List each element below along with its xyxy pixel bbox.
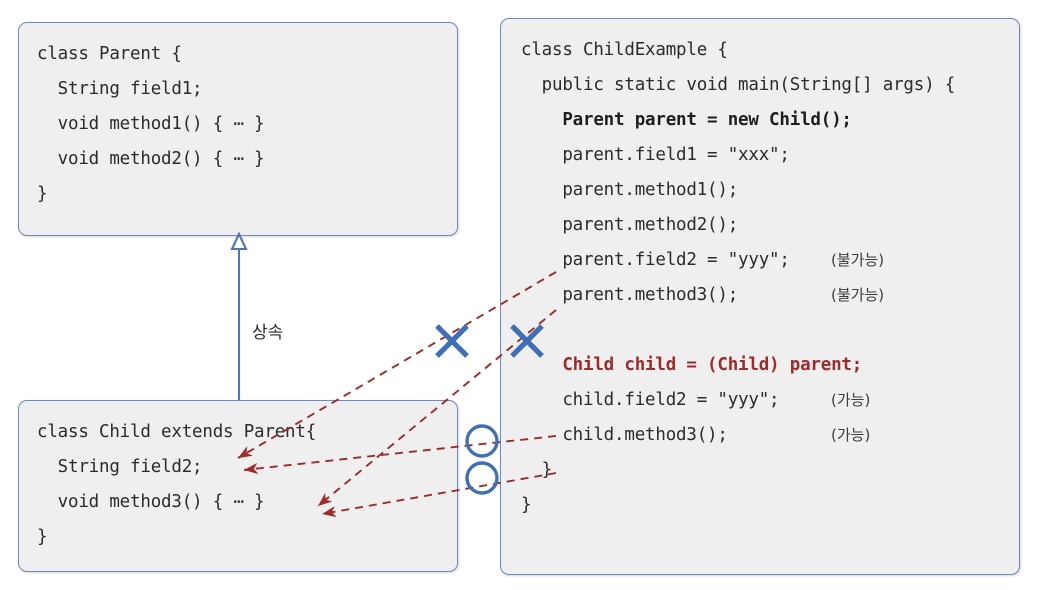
o-mark-icon (465, 424, 499, 458)
code-line-downcast: Child child = (Child) parent; (521, 355, 863, 375)
inheritance-arrow (230, 231, 248, 400)
code-line: class Child extends Parent{ (37, 422, 317, 442)
parent-class-box: class Parent { String field1; void metho… (18, 22, 458, 236)
code-line: parent.field2 = "yyy"; (521, 250, 790, 270)
code-line: } (37, 527, 48, 547)
code-line: parent.method1(); (521, 180, 739, 200)
code-line: void method1() { ⋯ } (37, 114, 265, 134)
code-line: parent.field1 = "xxx"; (521, 145, 790, 165)
code-line: parent.method2(); (521, 215, 739, 235)
code-line: String field1; (37, 79, 203, 99)
parent-class-code: class Parent { String field1; void metho… (19, 23, 457, 212)
code-line: parent.method3(); (521, 285, 739, 305)
code-line: void method2() { ⋯ } (37, 149, 265, 169)
x-mark-icon (435, 324, 469, 358)
code-line: void method3() { ⋯ } (37, 492, 265, 512)
annotation-possible-field2: (가능) (831, 391, 871, 409)
annotation-impossible-method3: (불가능) (831, 286, 885, 304)
child-class-box: class Child extends Parent{ String field… (18, 400, 458, 572)
child-example-class-box: class ChildExample { public static void … (500, 18, 1020, 575)
child-class-code: class Child extends Parent{ String field… (19, 401, 457, 555)
code-line: public static void main(String[] args) { (521, 75, 956, 95)
code-line: child.method3(); (521, 425, 728, 445)
code-line: child.field2 = "yyy"; (521, 390, 780, 410)
code-line: } (521, 495, 532, 515)
annotation-possible-method3: (가능) (831, 426, 871, 444)
inheritance-label: 상속 (252, 323, 284, 343)
code-line: String field2; (37, 457, 203, 477)
code-line: class Parent { (37, 44, 182, 64)
child-example-code: class ChildExample { public static void … (501, 19, 1019, 523)
code-line: } (37, 184, 48, 204)
o-mark-icon (465, 461, 499, 495)
annotation-impossible-field2: (불가능) (831, 251, 885, 269)
code-line: } (521, 460, 553, 480)
code-line-upcast: Parent parent = new Child(); (521, 110, 852, 130)
code-line-blank (501, 313, 1019, 348)
code-line: class ChildExample { (521, 40, 728, 60)
